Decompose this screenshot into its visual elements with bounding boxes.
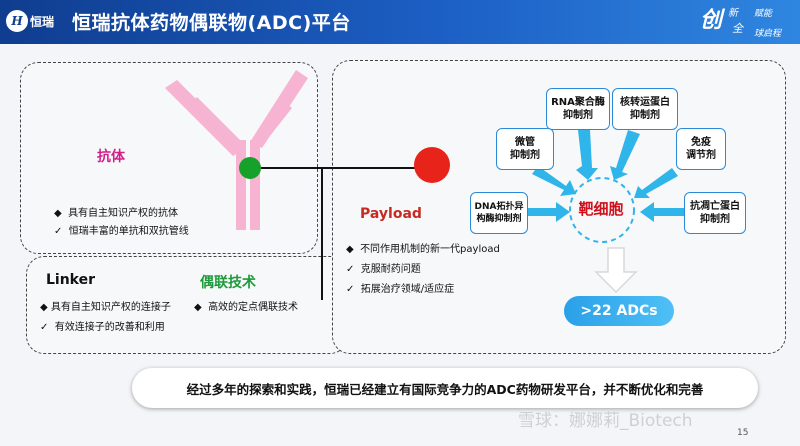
target-line-1: 核转运蛋白 [620, 96, 670, 108]
logo-text: 恒瑞 [30, 14, 55, 29]
target-microtubule-inhibitor: 微管抑制剂 [496, 128, 554, 170]
bullet-diamond-icon: ◆ [194, 302, 202, 313]
target-line-1: RNA聚合酶 [551, 96, 605, 108]
company-logo: H 恒瑞 [6, 6, 62, 36]
antibody-label: 抗体 [97, 149, 125, 165]
target-line-1: 抗凋亡蛋白 [690, 200, 740, 212]
summary-text: 经过多年的探索和实践，恒瑞已经建立有国际竞争力的ADC药物研发平台，并不断优化和… [186, 381, 704, 397]
target-nuclear-transport-inhibitor: 核转运蛋白抑制剂 [612, 88, 678, 130]
coupling-title: 偶联技术 [200, 275, 256, 291]
target-line-1: 微管 [515, 136, 535, 148]
checkmark-icon: ✓ [54, 226, 63, 237]
target-line-2: 抑制剂 [510, 150, 540, 161]
watermark: 雪球：娜娜莉_Biotech [518, 411, 693, 431]
antibody-panel [20, 62, 318, 254]
mechanism-arrows [526, 130, 684, 222]
bullet-diamond-icon: ◆ [346, 244, 354, 255]
antibody-bullet-2: ✓ 恒瑞丰富的单抗和双抗管线 [54, 222, 189, 237]
linker-bullet-2: ✓ 有效连接子的改善和利用 [40, 318, 165, 333]
antibody-bullet-text: 恒瑞丰富的单抗和双抗管线 [68, 226, 189, 237]
payload-bullet-text: 不同作用机制的新一代payload [360, 244, 500, 255]
target-cell-label: 靶细胞 [578, 200, 624, 218]
checkmark-icon: ✓ [346, 264, 355, 275]
antibody-bullet-text: 具有自主知识产权的抗体 [68, 208, 179, 219]
payload-title: Payload [360, 206, 422, 222]
payload-bullet-3: ✓ 拓展治疗领域/适应症 [346, 280, 454, 295]
logo-mark-icon: H [6, 10, 28, 32]
page-number: 15 [737, 428, 749, 438]
target-cell-ring [569, 177, 635, 243]
slogan-char-3: 赋能 [754, 9, 773, 19]
brand-slogan: 创 新 赋能 全 球启程 [698, 2, 790, 42]
target-line-1: 免疫 [691, 136, 711, 148]
bullet-diamond-icon: ◆ [54, 208, 62, 219]
target-line-1: DNA拓扑异 [474, 201, 524, 212]
slogan-char-5: 球启程 [754, 29, 782, 39]
down-arrow-icon [594, 247, 638, 294]
linker-panel [26, 256, 348, 354]
antibody-bullet-1: ◆ 具有自主知识产权的抗体 [54, 204, 178, 219]
linker-bullet-text: 具有自主知识产权的连接子 [50, 302, 171, 313]
target-line-2: 调节剂 [686, 150, 716, 161]
payload-bullet-text: 克服耐药问题 [360, 264, 421, 275]
target-line-2: 抑制剂 [700, 214, 730, 225]
linker-bullet-text: 有效连接子的改善和利用 [54, 322, 165, 333]
linker-title: Linker [46, 272, 96, 288]
payload-bullet-2: ✓ 克服耐药问题 [346, 260, 421, 275]
linker-bullet-1: ◆ 具有自主知识产权的连接子 [40, 298, 171, 313]
coupling-bullet-text: 高效的定点偶联技术 [208, 302, 299, 313]
page-title: 恒瑞抗体药物偶联物(ADC)平台 [72, 12, 351, 34]
target-line-2: 抑制剂 [563, 110, 593, 121]
slogan-char-2: 新 [728, 8, 738, 19]
payload-bullet-text: 拓展治疗领域/适应症 [360, 284, 455, 295]
target-rna-polymerase-inhibitor: RNA聚合酶抑制剂 [546, 88, 610, 130]
payload-bullet-1: ◆ 不同作用机制的新一代payload [346, 240, 500, 255]
target-line-2: 构酶抑制剂 [476, 214, 522, 224]
adc-count-badge: >22 ADCs [564, 296, 674, 326]
target-dna-topoisomerase-inhibitor: DNA拓扑异构酶抑制剂 [470, 192, 528, 234]
checkmark-icon: ✓ [346, 284, 355, 295]
slogan-char-4: 全 [732, 22, 743, 35]
bullet-diamond-icon: ◆ [40, 302, 48, 313]
checkmark-icon: ✓ [40, 322, 49, 333]
coupling-bullet-1: ◆ 高效的定点偶联技术 [194, 298, 298, 313]
antibody-y-shape [165, 70, 308, 230]
slogan-char-1: 创 [700, 7, 723, 33]
target-line-2: 抑制剂 [630, 110, 660, 121]
header-bar: H 恒瑞 恒瑞抗体药物偶联物(ADC)平台 创 新 赋能 全 球启程 [0, 0, 800, 44]
target-immune-modulator: 免疫调节剂 [676, 128, 726, 170]
payload-dot [414, 147, 450, 183]
target-anti-apoptotic-inhibitor: 抗凋亡蛋白抑制剂 [684, 192, 746, 234]
summary-banner: 经过多年的探索和实践，恒瑞已经建立有国际竞争力的ADC药物研发平台，并不断优化和… [132, 368, 758, 408]
linker-dot [239, 157, 261, 179]
